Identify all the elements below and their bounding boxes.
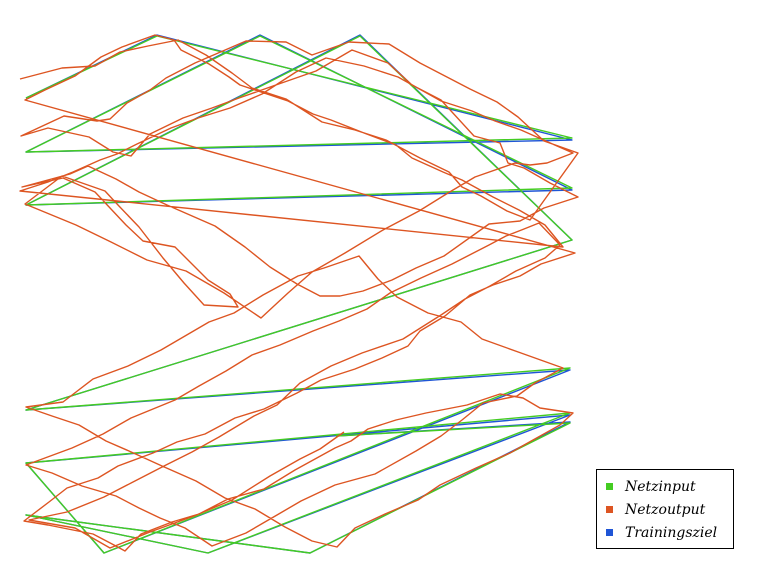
legend-label-netzoutput: Netzoutput (625, 501, 706, 518)
legend-swatch-netzoutput (606, 506, 613, 513)
legend-swatch-netzinput (606, 483, 613, 490)
series-line-netzoutput (19, 34, 579, 552)
legend-item-netzinput: Netzinput (606, 475, 733, 498)
series-layer (19, 34, 579, 554)
legend-item-trainingsziel: Trainingsziel (606, 521, 733, 544)
legend: Netzinput Netzoutput Trainingsziel (596, 469, 734, 549)
legend-label-trainingsziel: Trainingsziel (625, 524, 718, 541)
legend-item-netzoutput: Netzoutput (606, 498, 733, 521)
legend-swatch-trainingsziel (606, 529, 613, 536)
legend-label-netzinput: Netzinput (625, 478, 696, 495)
series-line-netzinput (25, 35, 573, 554)
